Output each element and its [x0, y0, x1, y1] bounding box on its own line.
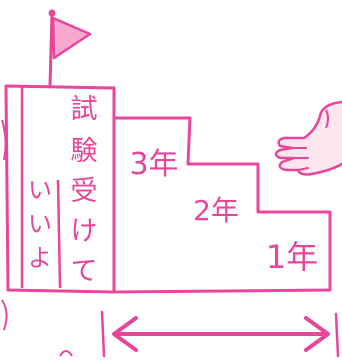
- bottom-scribble: [1, 299, 73, 357]
- step-label-3nen: 3年: [129, 147, 178, 182]
- tower-label: 試 験 受 け て い い よ: [28, 94, 98, 287]
- double-arrow-icon: [100, 310, 340, 358]
- tower: [4, 84, 116, 294]
- tower-sub-char-3: よ: [28, 244, 52, 272]
- staircase: [113, 116, 332, 294]
- step-label-1nen: 1年: [266, 238, 318, 276]
- hand-icon: [274, 100, 342, 176]
- tower-sub-char-1: い: [28, 176, 52, 204]
- tower-main-char-3: 受: [71, 176, 98, 207]
- tower-sub-char-2: い: [28, 210, 52, 238]
- tower-main-char-5: て: [71, 256, 98, 287]
- tower-main-char-4: け: [71, 216, 98, 247]
- flag-icon: [48, 9, 92, 88]
- step-label-2nen: 2年: [193, 194, 239, 227]
- tower-main-char-1: 試: [71, 94, 98, 125]
- tower-main-char-2: 験: [71, 136, 98, 167]
